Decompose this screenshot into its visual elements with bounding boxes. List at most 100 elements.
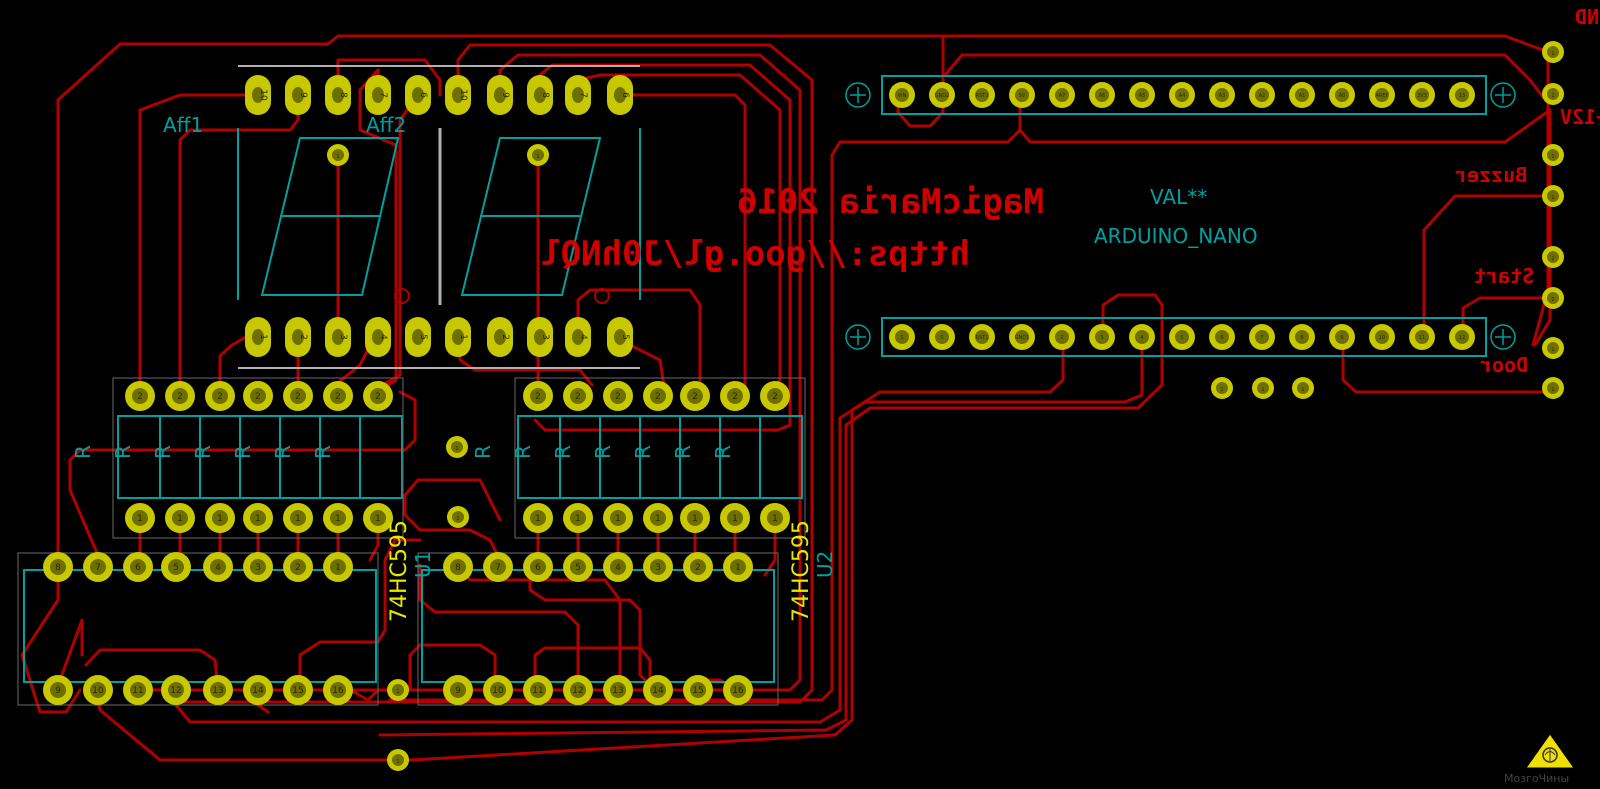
v12-label: +12V [1560,105,1600,129]
resistor-ref: R [631,445,655,459]
resistor-pad: 2 [363,381,393,411]
nano-top-pad: GND2 [929,82,955,108]
courtyard-layer [17,288,806,706]
edge-connector-pad: 1 [1542,246,1564,268]
pad-label: 7 [378,92,388,98]
test-pad: 1 [446,436,468,458]
pad-label: 8 [1300,335,1303,341]
u2-pad: 5 [563,552,593,582]
pad-label: 1 [535,514,541,524]
pad-label: 11 [1419,335,1425,341]
resistor-pad: 2 [283,381,313,411]
resistor-ref: R [271,445,295,459]
pad-label: 1 [456,516,459,522]
u2-part-label: 74HC595 [789,520,814,622]
display-pad-top: 10 [245,75,271,115]
resistor-pad: 2 [125,381,155,411]
nano-top-pad: A3 [1209,82,1235,108]
resistor-pad: 2 [680,381,710,411]
u1-pad: 11 [123,675,153,705]
pad-label: 2 [217,392,223,402]
u1-pad: 12 [161,675,191,705]
pad-label: 12 [170,686,181,696]
pad-label: 4 [215,563,221,573]
sensor-pad: 1 [1252,377,1274,399]
u2-pad: 14 [643,675,673,705]
resistor-pad: 1 [363,503,393,533]
pad-label: 1 [1551,347,1554,353]
pad-label: 1 [1551,256,1554,262]
pad-label: 12 [572,686,583,696]
resistor-pad: 1 [523,503,553,533]
resistor-ref: R [591,445,615,459]
silkscreen-layer [23,65,1516,683]
pad-label: VIN [898,93,907,99]
display-pad-top: 6 [405,75,431,115]
resistor-ref: R [191,445,215,459]
nano-top-pad: A5 [1129,82,1155,108]
resistor-pad: 1 [603,503,633,533]
aff1-label: Aff1 [163,113,203,137]
u1-pad: 3 [243,552,273,582]
u2-pad: 7 [483,552,513,582]
u1-pad: 13 [203,675,233,705]
nano-top-pad: 13 [1449,82,1475,108]
nano-bottom-pad: GND1 [1009,324,1035,350]
pad-label: 2 [295,563,301,573]
aff2-digit-outline [460,137,602,296]
pad-label: 10 [1379,335,1385,341]
display-pad-top: 9 [487,75,513,115]
pad-label: 2 [177,392,183,402]
nano-bottom-pad: 11 [1409,324,1435,350]
u2-pad: 6 [523,552,553,582]
mounting-mark-icon [845,324,871,350]
nano-top-pad: A1 [1289,82,1315,108]
u1-part-label: 74HC595 [387,520,412,622]
arduino-nano-label: ARDUINO_NANO [1094,224,1258,248]
u2-ref-label: U2 [813,551,837,578]
pad-label: A4 [1179,93,1186,99]
resistor-pad: 2 [323,381,353,411]
pad-label: 1 [335,563,341,573]
u1-pad: 9 [43,675,73,705]
nano-bottom-pad: 1 [889,324,915,350]
display-pad-bottom: 3 [325,317,351,357]
pad-label: 10 [92,686,104,696]
resistor-pad: 2 [243,381,273,411]
pad-label: 1 [772,514,778,524]
pad-label: 10 [258,89,268,101]
nano-bottom-pad: RST1 [969,324,995,350]
u1-pad: 2 [283,552,313,582]
nano-bottom-pad: 6 [1209,324,1235,350]
edge-connector-pad: 1 [1542,377,1564,399]
nano-top-pad: A2 [1249,82,1275,108]
display-pad-top: 8 [527,75,553,115]
pad-label: 14 [252,686,264,696]
u1-pad: 8 [43,552,73,582]
pad-label: 4 [378,334,388,340]
pad-label: 1 [655,514,661,524]
pad-label: 1 [217,514,223,524]
mounting-mark-icon [845,82,871,108]
edge-connector-pad: 1 [1542,144,1564,166]
pad-label: 1 [732,514,738,524]
u2-pad: 11 [523,675,553,705]
resistor-pad: 2 [563,381,593,411]
pad-label: 5 [418,334,428,340]
pad-label: 8 [455,563,461,573]
nano-bottom-pad: 10 [1369,324,1395,350]
resistor-ref: R [151,445,175,459]
pad-label: 8 [55,563,61,573]
pad-label: 2 [335,392,341,402]
pad-label: 1 [575,514,581,524]
display-pad-bottom: 1 [445,317,471,357]
pad-label: 9 [55,686,61,696]
resistor-ref: R [231,445,255,459]
display-pad-bottom: 1 [245,317,271,357]
pad-label: 1 [1551,51,1554,57]
pad-label: 13 [612,686,623,696]
resistor-array-right-outline [517,415,803,499]
display-pad-top: 8 [325,75,351,115]
pad-label: 9 [1340,335,1343,341]
pad-label: 1 [396,759,399,765]
